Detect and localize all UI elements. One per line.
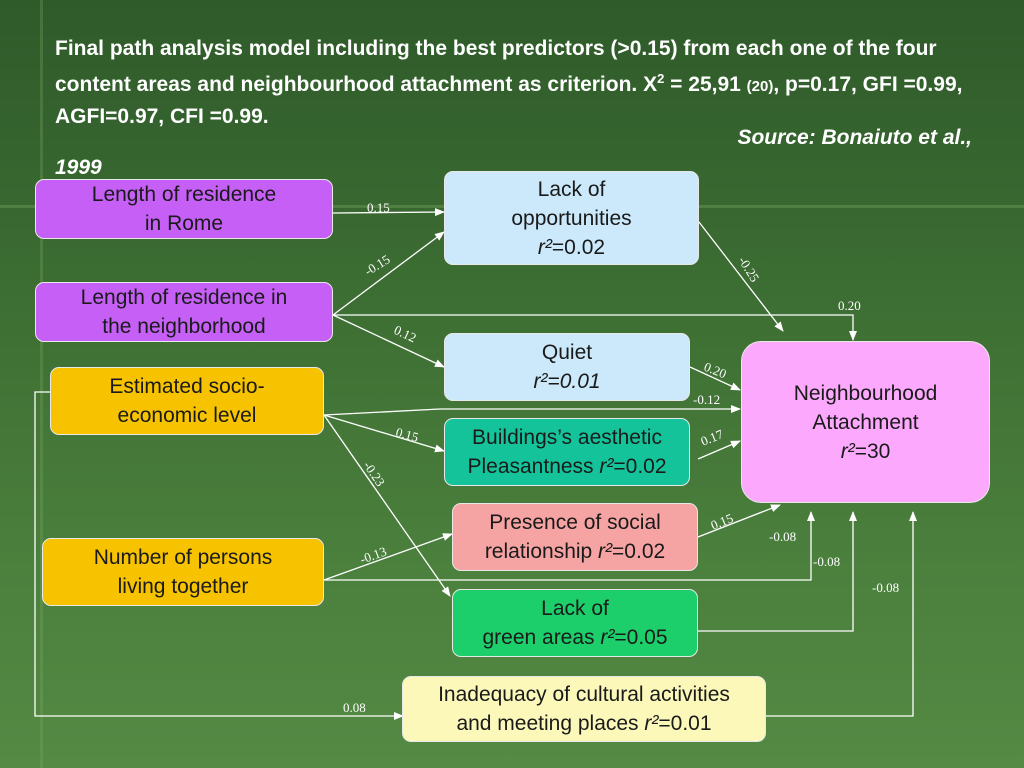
- link-buildings-attach: [697, 440, 741, 460]
- link-ses-buildings: [323, 414, 445, 453]
- link-neigh-quiet: [332, 314, 445, 368]
- link-lackopp-attach: [698, 221, 784, 332]
- node-lack-green-areas: Lack of green areas r²=0.05: [452, 589, 698, 657]
- node-neighbourhood-attachment: Neighbourhood Attachment r²=30: [741, 341, 990, 503]
- node-label: Presence of social relationship r²=0.02: [484, 511, 666, 563]
- link-persons-social: [323, 533, 453, 581]
- node-cultural-activities: Inadequacy of cultural activities and me…: [402, 676, 766, 742]
- link-neigh-lackopp: [332, 231, 445, 316]
- node-social-relationship: Presence of social relationship r²=0.02: [452, 503, 698, 571]
- node-label: Number of persons living together: [93, 546, 273, 598]
- link-neigh-attach: [333, 314, 857, 341]
- node-quiet: Quiet r²=0.01: [444, 333, 690, 401]
- source-citation: Source: Bonaiuto et al.,: [737, 126, 972, 149]
- node-label: Estimated socio- economic level: [109, 375, 265, 427]
- node-label: Length of residence in the neighborhood: [80, 286, 288, 338]
- coef-persons-social: -0.13: [358, 543, 389, 566]
- node-persons-living-together: Number of persons living together: [42, 538, 324, 606]
- link-ses-attach: [323, 405, 741, 416]
- link-cultural-attach: [766, 511, 917, 717]
- link-quiet-attach: [689, 366, 741, 391]
- coef-ses-attach: -0.12: [693, 392, 720, 407]
- link-green-attach: [698, 511, 857, 632]
- node-label: Neighbourhood Attachment r²=30: [793, 381, 938, 463]
- node-length-residence-rome: Length of residence in Rome: [35, 179, 333, 239]
- link-rome-lackopp: [332, 208, 445, 217]
- coef-green-attach: -0.08: [813, 554, 840, 569]
- coef-rome-lackopp: 0.15: [367, 200, 390, 215]
- coef-ses-cultural: 0.08: [343, 700, 366, 715]
- node-label: Buildings’s aesthetic Pleasantness r²=0.…: [467, 426, 667, 478]
- node-socio-economic-level: Estimated socio- economic level: [50, 367, 324, 435]
- coef-cultural-attach: -0.08: [872, 580, 899, 595]
- link-ses-cultural: [34, 391, 404, 720]
- node-label: Inadequacy of cultural activities and me…: [438, 683, 730, 735]
- node-label: Quiet r²=0.01: [533, 341, 601, 393]
- coef-persons-attach: -0.08: [769, 529, 796, 544]
- coef-ses-buildings: 0.15: [394, 424, 420, 444]
- coef-social-attach: 0.15: [709, 510, 736, 532]
- node-label: Length of residence in Rome: [91, 183, 277, 235]
- source-year: 1999: [55, 156, 102, 179]
- node-lack-of-opportunities: Lack of opportunities r²=0.02: [444, 171, 699, 265]
- node-buildings-aesthetic: Buildings’s aesthetic Pleasantness r²=0.…: [444, 418, 690, 486]
- background-stripe-vertical: [40, 0, 43, 768]
- coef-buildings-attach: 0.17: [699, 426, 726, 449]
- slide-title: Final path analysis model including the …: [55, 37, 963, 128]
- node-label: Lack of green areas r²=0.05: [482, 597, 668, 649]
- node-length-residence-neighborhood: Length of residence in the neighborhood: [35, 282, 333, 342]
- coef-neigh-quiet: 0.12: [392, 322, 419, 345]
- link-persons-attach: [324, 511, 815, 581]
- node-label: Lack of opportunities r²=0.02: [511, 177, 632, 259]
- coef-lackopp-attach: -0.25: [735, 254, 762, 285]
- link-social-attach: [697, 504, 781, 538]
- coef-quiet-attach: 0.20: [702, 359, 729, 381]
- link-ses-green: [323, 414, 451, 597]
- coef-neigh-attach: 0.20: [838, 298, 861, 313]
